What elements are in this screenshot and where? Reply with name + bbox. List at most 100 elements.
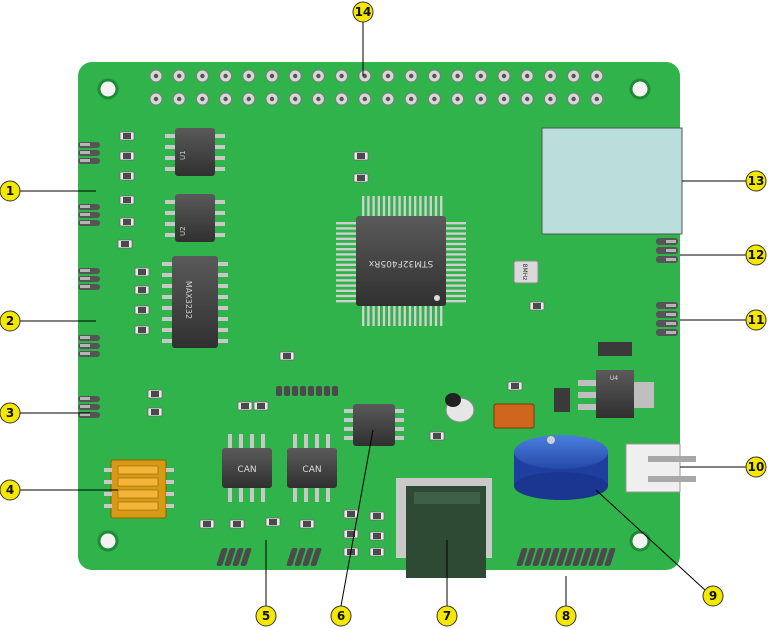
mcu-pin — [336, 268, 356, 272]
can2-label: CAN — [302, 465, 321, 475]
smd-body — [123, 173, 131, 179]
header-pin-hole — [339, 96, 344, 102]
smd-body — [138, 327, 146, 333]
chip-pin — [165, 145, 175, 149]
callout-number: 11 — [748, 313, 765, 327]
callout-circle — [352, 1, 374, 23]
chip-pin — [162, 262, 172, 266]
small-capacitor — [445, 393, 475, 423]
header-pin-hole — [432, 96, 437, 102]
header-5b — [286, 548, 322, 566]
dip-switch — [104, 459, 174, 519]
mcu-pin — [336, 300, 356, 303]
mcu-pin — [362, 196, 365, 216]
smd-body — [283, 353, 291, 359]
callout-c1: 1 — [0, 180, 96, 202]
header-pin-hole — [339, 73, 344, 79]
connector-pin-lead — [80, 213, 90, 216]
connector-pin-lead — [666, 313, 676, 316]
mid-header-pin — [324, 386, 330, 396]
connector-pin-lead — [80, 352, 90, 355]
mcu-pin — [446, 274, 466, 277]
mid-header-pin — [308, 386, 314, 396]
bottom-right-header — [516, 548, 616, 566]
header-pin-hole — [269, 96, 275, 102]
callout-leader — [595, 489, 706, 591]
header-pin — [240, 548, 252, 566]
header-pin — [548, 548, 560, 566]
chip-pin — [162, 273, 172, 277]
header-pin — [524, 548, 536, 566]
callout-circle — [745, 170, 767, 192]
middle-pin-header — [276, 386, 338, 396]
mcu-pin — [398, 196, 401, 216]
callout-number: 5 — [262, 609, 270, 623]
chip-pin — [344, 436, 353, 440]
callout-c3: 3 — [0, 402, 90, 424]
mcu-pin — [393, 306, 396, 326]
callout-number: 2 — [6, 314, 14, 328]
top-pin-header — [149, 69, 604, 106]
chip-pin — [261, 488, 265, 502]
dip-pin — [104, 492, 112, 496]
mcu-pin — [393, 196, 396, 216]
connector-pin-lead — [666, 322, 676, 325]
can-transceiver-2: CAN — [287, 434, 337, 502]
callout-number: 12 — [748, 248, 765, 262]
callout-number: 10 — [748, 460, 765, 474]
mcu-pin — [446, 258, 466, 261]
left-connectors — [78, 142, 100, 418]
smd-body — [151, 409, 159, 415]
mcu-pin — [362, 306, 365, 326]
callout-number: 3 — [6, 406, 14, 420]
mcu-pin — [336, 242, 356, 246]
connector-pin-lead — [666, 304, 676, 307]
callout-circle — [745, 309, 767, 331]
callout-circle — [436, 605, 458, 627]
callout-circle — [330, 605, 352, 627]
callout-circle — [702, 585, 724, 607]
mcu-pin — [446, 242, 466, 246]
right-connectors — [656, 238, 678, 336]
mcu-pin — [414, 196, 417, 216]
chip-pin — [239, 434, 243, 448]
regulator-label: U4 — [610, 375, 618, 382]
chip-pin — [165, 211, 175, 215]
callout-leader — [340, 429, 374, 607]
callout-circle — [555, 605, 577, 627]
header-pin — [580, 548, 592, 566]
header-pin-hole — [362, 73, 367, 79]
chip-pin — [218, 328, 228, 332]
mcu-pin — [446, 284, 466, 287]
connector-pin-lead — [80, 269, 90, 272]
callout-number: 4 — [6, 483, 14, 497]
chip-pin — [162, 339, 172, 343]
mcu-pin — [388, 306, 391, 326]
mcu-pin — [446, 232, 466, 235]
dip-key — [117, 477, 159, 487]
chip-pin — [395, 418, 404, 422]
mcu-pin — [446, 294, 466, 298]
smd-body — [373, 549, 381, 555]
header-pin-hole — [269, 73, 275, 79]
connector-pin-lead — [80, 413, 90, 416]
mcu-pin — [429, 306, 432, 326]
chip-pin — [218, 306, 228, 310]
callout-circle — [0, 402, 21, 424]
mcu-pin — [408, 196, 412, 216]
callout-circle — [0, 310, 21, 332]
header-pin-hole — [409, 73, 414, 79]
connector-pin-lead — [80, 397, 90, 400]
smd-body — [123, 153, 131, 159]
header-pin-hole — [501, 73, 507, 79]
smd-body — [533, 303, 541, 309]
mcu-pin — [446, 279, 466, 282]
chip-pin — [326, 434, 330, 448]
can1-label: CAN — [237, 465, 256, 475]
header-pin-hole — [594, 73, 599, 79]
smd-body — [257, 403, 265, 409]
mcu-pin — [446, 227, 466, 230]
header-pin-hole — [153, 73, 159, 79]
mid-header-pin — [284, 386, 290, 396]
